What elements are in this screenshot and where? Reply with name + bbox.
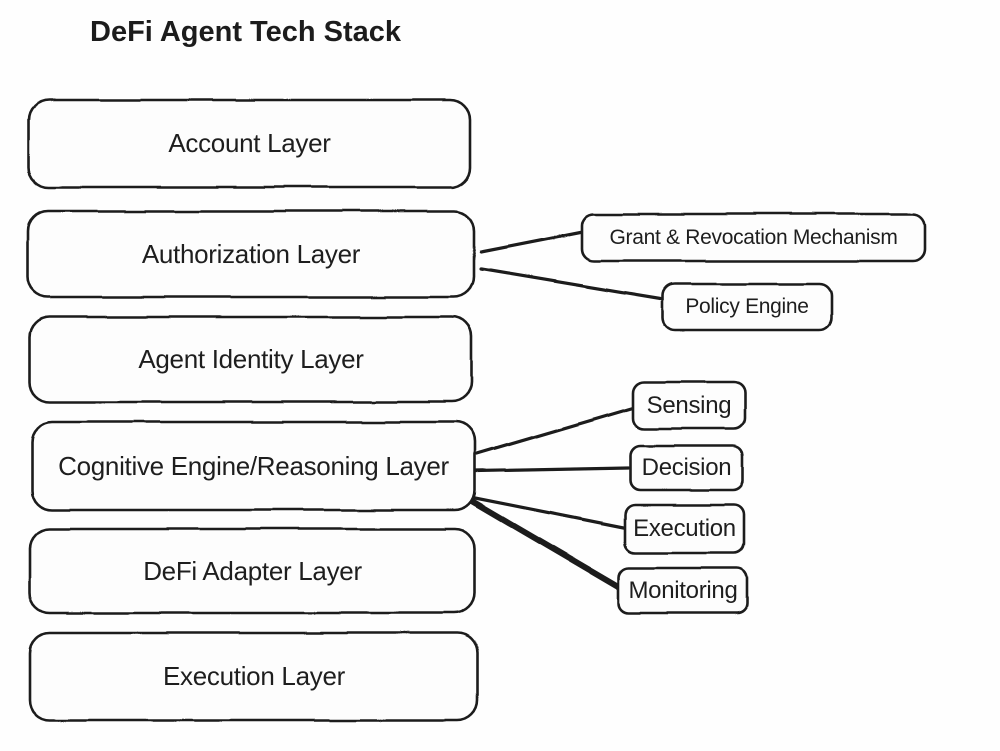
- module-label-monitoring: Monitoring: [628, 576, 738, 604]
- connector-cognitive-execution: [468, 495, 628, 530]
- module-label-execution: Execution: [633, 515, 736, 542]
- module-label-grant-revocation: Grant & Revocation Mechanism: [609, 225, 898, 249]
- layer-label-cognitive-engine: Cognitive Engine/Reasoning Layer: [58, 450, 449, 481]
- layer-box-account: [27, 98, 472, 189]
- module-box-grant-revocation: [580, 212, 927, 263]
- module-label-policy-engine: Policy Engine: [685, 295, 809, 318]
- layer-box-authorization: [26, 209, 476, 299]
- connector-cognitive-decision: [474, 466, 630, 473]
- diagram-title: DeFi Agent Tech Stack: [90, 16, 402, 48]
- layer-box-cognitive-engine: [30, 420, 477, 512]
- connector-cognitive-monitoring: [464, 494, 620, 587]
- connector-cognitive-sensing: [475, 406, 635, 456]
- layer-label-agent-identity: Agent Identity Layer: [138, 344, 364, 374]
- layer-label-authorization: Authorization Layer: [141, 238, 361, 269]
- layer-box-agent-identity: [28, 315, 474, 404]
- module-box-policy-engine: [661, 282, 833, 332]
- module-box-sensing: [631, 380, 747, 431]
- layer-box-execution: [28, 631, 480, 722]
- connector-cognitive-monitoring-2: [469, 500, 623, 592]
- module-label-decision: Decision: [641, 454, 732, 481]
- connector-authorization-grant: [479, 230, 585, 254]
- layer-box-defi-adapter: [28, 527, 477, 615]
- module-box-decision: [628, 444, 745, 492]
- module-box-execution: [623, 503, 746, 555]
- layer-label-defi-adapter: DeFi Adapter Layer: [143, 555, 362, 586]
- layer-label-account: Account Layer: [168, 128, 331, 158]
- connector-authorization-policy: [479, 267, 663, 301]
- module-box-monitoring: [617, 566, 749, 615]
- module-label-sensing: Sensing: [646, 391, 732, 419]
- layer-label-execution: Execution Layer: [163, 661, 345, 691]
